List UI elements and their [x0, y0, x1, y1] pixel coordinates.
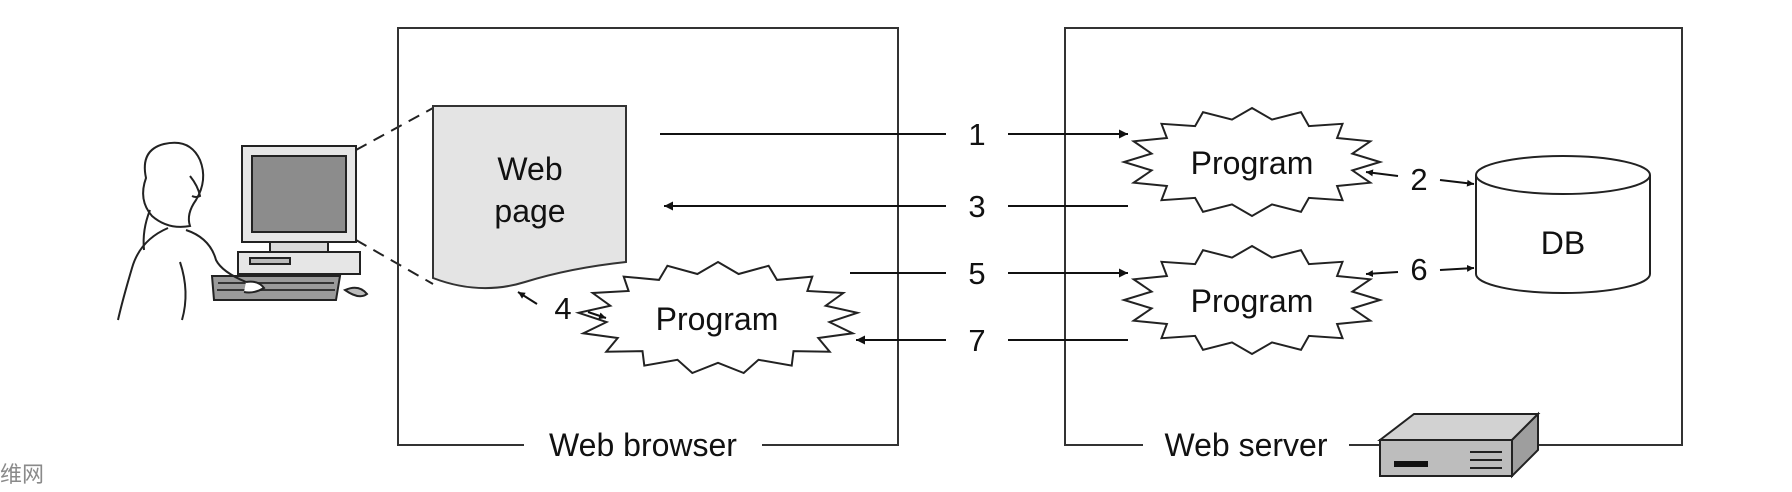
step-7-arrow: 7 — [856, 323, 1128, 358]
step-2-label: 2 — [1410, 162, 1427, 197]
watermark-text: 维网 — [0, 462, 44, 487]
web-page-label-line1: Web — [497, 151, 562, 187]
step-7-label: 7 — [968, 323, 985, 358]
server-program-bottom-label: Program — [1191, 283, 1314, 319]
web-page-label-line2: page — [494, 193, 565, 229]
step-1-arrow: 1 — [660, 117, 1128, 152]
projection-line-top — [355, 107, 434, 151]
browser-program-label: Program — [656, 301, 779, 337]
step-4-arrow: 4 — [517, 291, 607, 326]
database-label: DB — [1541, 225, 1585, 261]
web-server-box: Web server — [1064, 27, 1683, 463]
step-6-label: 6 — [1410, 252, 1427, 287]
step-5-label: 5 — [968, 256, 985, 291]
web-server-label: Web server — [1164, 427, 1327, 463]
step-1-label: 1 — [968, 117, 985, 152]
step-6-arrow: 6 — [1365, 252, 1475, 287]
user-at-computer-icon — [117, 141, 369, 321]
step-2-arrow: 2 — [1365, 162, 1475, 197]
projection-line-bottom — [355, 239, 434, 285]
browser-program-shape: Program — [574, 260, 862, 375]
web-page-document: Web page — [432, 105, 627, 290]
step-4-label: 4 — [554, 291, 571, 326]
server-program-top-label: Program — [1191, 145, 1314, 181]
server-program-bottom-shape: Program — [1120, 244, 1384, 356]
step-3-label: 3 — [968, 189, 985, 224]
server-program-top-shape: Program — [1120, 106, 1384, 218]
database-cylinder: DB — [1475, 155, 1651, 294]
server-box-icon — [1377, 411, 1541, 479]
web-browser-label: Web browser — [549, 427, 737, 463]
step-3-arrow: 3 — [664, 189, 1128, 224]
step-5-arrow: 5 — [850, 256, 1128, 291]
web-browser-box: Web browser — [397, 27, 899, 463]
